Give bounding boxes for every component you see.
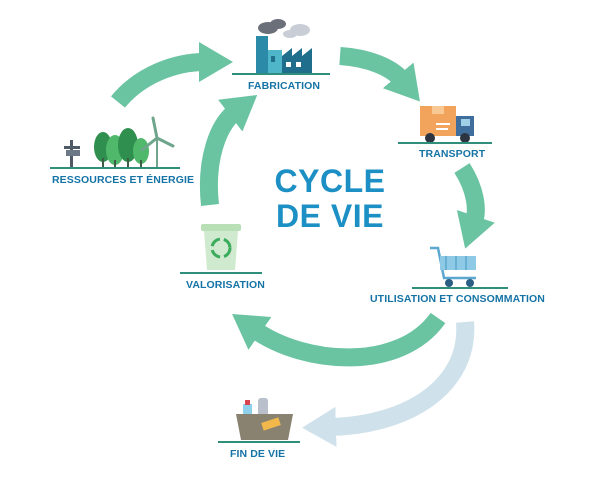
arrow-resources-to-fabrication (111, 42, 233, 108)
arrow-transport-to-utilisation (454, 163, 495, 249)
label-transport: TRANSPORT (419, 148, 486, 160)
title-cycle: CYCLE (274, 163, 386, 199)
waste-bin-icon (236, 398, 293, 440)
trees-wind-turbine-icon (64, 116, 175, 168)
arrow-valorisation-to-fabrication (199, 94, 258, 206)
shopping-cart-icon (430, 246, 476, 287)
label-utilisation: UTILISATION ET CONSOMMATION (370, 293, 545, 305)
arrow-utilisation-to-valorisation (232, 312, 446, 367)
title-de-vie: DE VIE (276, 198, 384, 234)
label-valorisation: VALORISATION (186, 279, 265, 291)
factory-icon (256, 19, 312, 74)
arrow-fabrication-to-transport (339, 47, 420, 102)
label-ressources: RESSOURCES ET ÉNERGIE (52, 174, 195, 186)
label-fin-de-vie: FIN DE VIE (230, 448, 286, 460)
label-fabrication: FABRICATION (248, 80, 321, 92)
delivery-truck-icon (420, 106, 474, 143)
arrow-to-end-of-life (302, 321, 475, 447)
recycling-bin-icon (201, 224, 241, 270)
